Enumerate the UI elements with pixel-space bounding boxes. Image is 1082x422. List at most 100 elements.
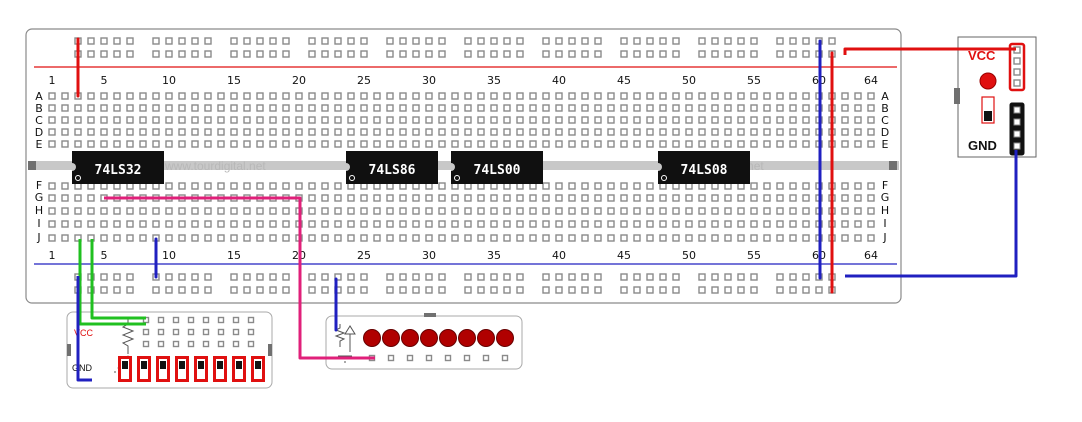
led-resistor-symbol [334,324,346,347]
hole [113,37,121,45]
hole [373,194,381,202]
hole [321,182,329,190]
hole [477,92,485,100]
hole [854,194,862,202]
hole [269,128,277,136]
hole [217,92,225,100]
hole [789,220,797,228]
hole [334,140,342,148]
hole [386,37,394,45]
hole [243,286,251,294]
hole [243,207,251,215]
hole [347,194,355,202]
hole [503,286,511,294]
hole [802,140,810,148]
hole [399,207,407,215]
hole [633,234,641,242]
hole [165,273,173,281]
hole [607,194,615,202]
hole [464,116,472,124]
hole [659,234,667,242]
switch-wire-1 [78,239,146,326]
hole [386,104,394,112]
dip-switch-knob [198,361,204,369]
hole [282,182,290,190]
hole [399,286,407,294]
hole [620,194,628,202]
row-letter: A [35,90,43,103]
row-letter: G [881,191,890,204]
hole [477,207,485,215]
hole [841,207,849,215]
hole [464,194,472,202]
hole [373,140,381,148]
hole [789,194,797,202]
hole [724,116,732,124]
hole [230,140,238,148]
hole [737,286,745,294]
hole [568,182,576,190]
hole [542,286,550,294]
hole [581,182,589,190]
hole [568,50,576,58]
hole [737,104,745,112]
hole [191,128,199,136]
hole [230,104,238,112]
hole [477,104,485,112]
hole [542,37,550,45]
hole [321,207,329,215]
hole [142,328,150,336]
hole [581,194,589,202]
hole [464,128,472,136]
hole [594,140,602,148]
hole [620,286,628,294]
hole [165,37,173,45]
hole [165,234,173,242]
hole [750,207,758,215]
hole [399,37,407,45]
hole [503,92,511,100]
hole [438,104,446,112]
hole [581,104,589,112]
hole [74,104,82,112]
hole [373,220,381,228]
hole [763,194,771,202]
hole [776,92,784,100]
hole [113,220,121,228]
hole [776,104,784,112]
hole [202,328,210,336]
hole [451,104,459,112]
hole [269,92,277,100]
hole [763,234,771,242]
hole [464,92,472,100]
hole [295,92,303,100]
hole [555,234,563,242]
hole [568,194,576,202]
hole [867,234,875,242]
hole [685,220,693,228]
column-numbers-top: 1 5 10 15 20 25 30 35 40 45 50 55 60 64 [49,74,879,87]
row-letters-left: A B C D E F G H I J [35,90,44,244]
hole [178,37,186,45]
hole [425,273,433,281]
hole [74,220,82,228]
hole [542,92,550,100]
hole [464,234,472,242]
hole [542,140,550,148]
hole [854,92,862,100]
hole [620,182,628,190]
hole [841,104,849,112]
hole [386,286,394,294]
hole [490,194,498,202]
hole [87,50,95,58]
hole [607,234,615,242]
hole [113,50,121,58]
hole [724,37,732,45]
hole [269,104,277,112]
hole [633,273,641,281]
hole [542,116,550,124]
hole [399,50,407,58]
hole [542,220,550,228]
hole [152,140,160,148]
hole [217,340,225,348]
